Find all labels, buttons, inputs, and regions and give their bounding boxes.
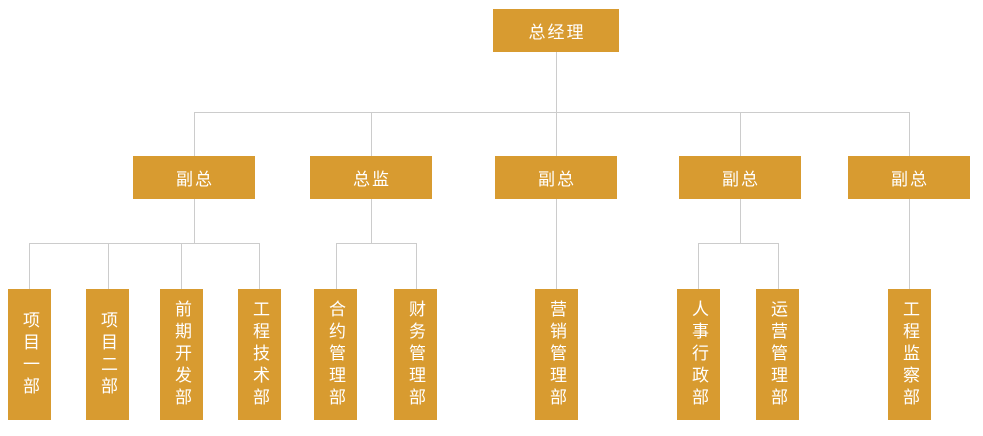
connector-level2-drop-2 <box>371 112 372 156</box>
org-node-project-dept-1: 项目一部 <box>8 289 51 420</box>
connector-cluster4-bus <box>698 243 778 244</box>
connector-cluster1-drop-2 <box>108 243 109 289</box>
org-node-label: 项目一部 <box>20 310 39 399</box>
org-node-project-dept-2: 项目二部 <box>86 289 129 420</box>
org-node-label: 副总 <box>891 170 929 189</box>
org-node-predevelopment-dept: 前期开发部 <box>160 289 203 420</box>
connector-cluster4-drop-2 <box>778 243 779 289</box>
connector-cluster2-stem <box>371 199 372 243</box>
org-node-deputy-gm-4: 副总 <box>848 156 970 199</box>
org-node-deputy-gm-1: 副总 <box>133 156 255 199</box>
org-node-label: 合约管理部 <box>326 299 345 410</box>
connector-cluster2-drop-2 <box>416 243 417 289</box>
org-node-deputy-gm-2: 副总 <box>495 156 617 199</box>
connector-level2-drop-4 <box>740 112 741 156</box>
connector-cluster1-drop-4 <box>259 243 260 289</box>
org-node-label: 工程技术部 <box>250 299 269 410</box>
org-node-engineering-supervision-dept: 工程监察部 <box>888 289 931 420</box>
connector-cluster4-drop-1 <box>698 243 699 289</box>
org-node-label: 人事行政部 <box>689 299 708 410</box>
connector-cluster2-bus <box>336 243 416 244</box>
connector-cluster1-bus <box>29 243 260 244</box>
connector-level2-bus <box>194 112 910 113</box>
org-node-label: 财务管理部 <box>406 299 425 410</box>
org-node-contract-mgmt-dept: 合约管理部 <box>314 289 357 420</box>
connector-cluster3-stem <box>556 199 557 289</box>
org-node-label: 总监 <box>353 170 391 189</box>
org-node-director: 总监 <box>310 156 432 199</box>
org-node-marketing-mgmt-dept: 营销管理部 <box>535 289 578 420</box>
org-node-label: 副总 <box>722 170 760 189</box>
org-node-operations-mgmt-dept: 运营管理部 <box>756 289 799 420</box>
org-node-engineering-tech-dept: 工程技术部 <box>238 289 281 420</box>
org-node-label: 副总 <box>176 170 214 189</box>
connector-level2-drop-1 <box>194 112 195 156</box>
org-node-label: 项目二部 <box>98 310 117 399</box>
connector-cluster1-drop-1 <box>29 243 30 289</box>
connector-cluster1-drop-3 <box>181 243 182 289</box>
connector-cluster1-stem <box>194 199 195 243</box>
org-node-label: 工程监察部 <box>900 299 919 410</box>
org-node-label: 营销管理部 <box>547 299 566 410</box>
org-node-finance-mgmt-dept: 财务管理部 <box>394 289 437 420</box>
org-node-label: 运营管理部 <box>768 299 787 410</box>
connector-cluster5-stem <box>909 199 910 289</box>
org-node-general-manager: 总经理 <box>493 9 619 52</box>
org-node-hr-admin-dept: 人事行政部 <box>677 289 720 420</box>
connector-level2-drop-5 <box>909 112 910 156</box>
org-node-label: 前期开发部 <box>172 299 191 410</box>
connector-cluster4-stem <box>740 199 741 243</box>
org-node-label: 总经理 <box>528 23 586 42</box>
connector-root-stem <box>556 52 557 112</box>
connector-cluster2-drop-1 <box>336 243 337 289</box>
org-node-label: 副总 <box>538 170 576 189</box>
org-node-deputy-gm-3: 副总 <box>679 156 801 199</box>
connector-level2-drop-3 <box>556 112 557 156</box>
